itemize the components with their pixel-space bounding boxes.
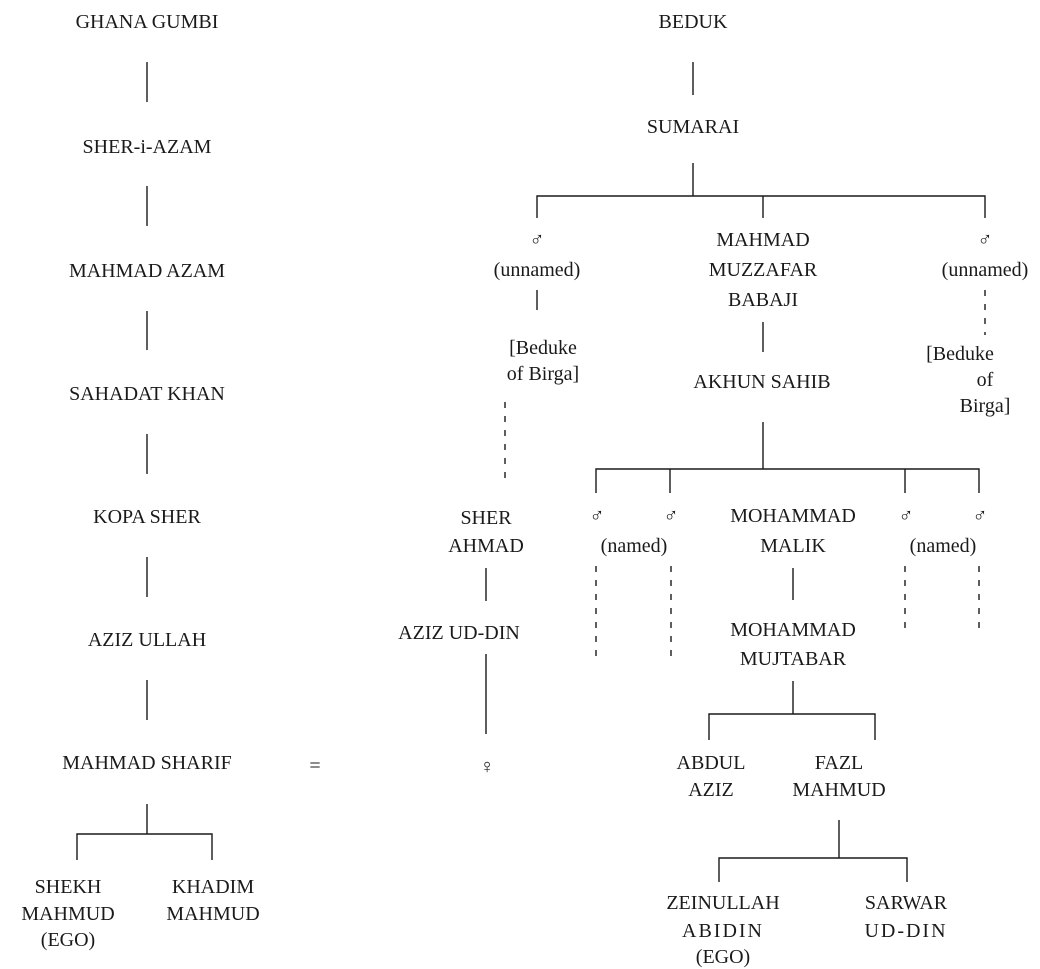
note-unnamed: (unnamed) [942, 259, 1029, 281]
sibling-bracket [536, 195, 986, 218]
female-symbol: ♀ [480, 756, 495, 778]
name-shekh-mahmud-line2: MAHMUD [21, 903, 114, 925]
name-sher-ahmad-line1: SHER [460, 507, 512, 529]
name-sarwar-ud-din-line2: UD-DIN [864, 920, 947, 942]
note-named: (named) [601, 535, 668, 557]
name-khadim-mahmud-line1: KHADIM [172, 876, 254, 898]
sibling-bracket [76, 833, 213, 860]
name-sarwar-ud-din-line1: SARWAR [865, 892, 948, 914]
name-mohammad-mujtabar-line2: MUJTABAR [740, 648, 847, 670]
name-sher-i-azam: SHER-i-AZAM [83, 136, 212, 158]
note-unnamed: (unnamed) [494, 259, 581, 281]
name-part: AZIZ [398, 622, 449, 644]
name-zeinullah-abidin-line2: ABIDIN [682, 920, 764, 942]
male-symbol: ♂ [590, 505, 605, 527]
name-mahmad-sharif: MAHMAD SHARIF [62, 752, 231, 774]
sibling-bracket [708, 713, 876, 740]
ego-label: (EGO) [41, 929, 95, 951]
name-zeinullah-abidin-line1: ZEINULLAH [666, 892, 779, 914]
note-named: (named) [910, 535, 977, 557]
name-abdul-aziz-line1: ABDUL [677, 752, 746, 774]
ego-label: (EGO) [696, 946, 750, 968]
name-mohammad-mujtabar-line1: MOHAMMAD [730, 619, 856, 641]
name-beduke-of-birga-line2: of [977, 369, 994, 391]
male-symbol: ♂ [664, 505, 679, 527]
name-mahmad-muzzafar-line1: MAHMAD [716, 229, 809, 251]
male-symbol: ♂ [530, 229, 545, 251]
name-sahadat-khan: SAHADAT KHAN [69, 383, 225, 405]
name-beduke-of-birga-line1: [Beduke [509, 337, 577, 359]
name-mohammad-malik-line1: MOHAMMAD [730, 505, 856, 527]
name-beduk: BEDUK [659, 11, 728, 33]
name-sher-ahmad-line2: AHMAD [448, 535, 524, 557]
name-shekh-mahmud-line1: SHEKH [35, 876, 102, 898]
name-beduke-of-birga-line3: Birga] [960, 395, 1011, 417]
male-symbol: ♂ [899, 505, 914, 527]
male-symbol: ♂ [973, 505, 988, 527]
name-sumarai: SUMARAI [647, 116, 739, 138]
name-abdul-aziz-line2: AZIZ [688, 779, 734, 801]
name-ghana-gumbi: GHANA GUMBI [76, 11, 219, 33]
name-aziz-ud-din: AZIZ UD-DIN [398, 622, 520, 644]
name-beduke-of-birga-line2: of Birga] [507, 363, 579, 385]
marriage-sign: = [309, 755, 320, 777]
name-part-smallcaps: UD [864, 920, 897, 942]
name-fazl-mahmud-line1: FAZL [815, 752, 864, 774]
male-symbol: ♂ [978, 229, 993, 251]
name-kopa-sher: KOPA SHER [93, 506, 201, 528]
name-mahmad-azam: MAHMAD AZAM [69, 260, 225, 282]
right-lineage: BEDUK SUMARAI ♂ (unnamed) [Beduke of Bir… [398, 11, 1028, 968]
name-fazl-mahmud-line2: MAHMUD [792, 779, 885, 801]
name-khadim-mahmud-line2: MAHMUD [166, 903, 259, 925]
name-beduke-of-birga-line1: [Beduke [926, 343, 994, 365]
name-mohammad-malik-line2: MALIK [760, 535, 826, 557]
name-part: -DIN [897, 920, 947, 942]
name-aziz-ullah: AZIZ ULLAH [88, 629, 206, 651]
left-lineage: GHANA GUMBI SHER-i-AZAM MAHMAD AZAM SAHA… [21, 11, 259, 951]
name-mahmad-muzzafar-line3: BABAJI [728, 289, 798, 311]
sibling-bracket [595, 468, 980, 493]
name-akhun-sahib: AKHUN SAHIB [693, 371, 830, 393]
name-part: -DIN [478, 622, 520, 644]
name-part-smallcaps: UD [449, 622, 478, 644]
sibling-bracket [718, 857, 908, 882]
name-mahmad-muzzafar-line2: MUZZAFAR [709, 259, 818, 281]
